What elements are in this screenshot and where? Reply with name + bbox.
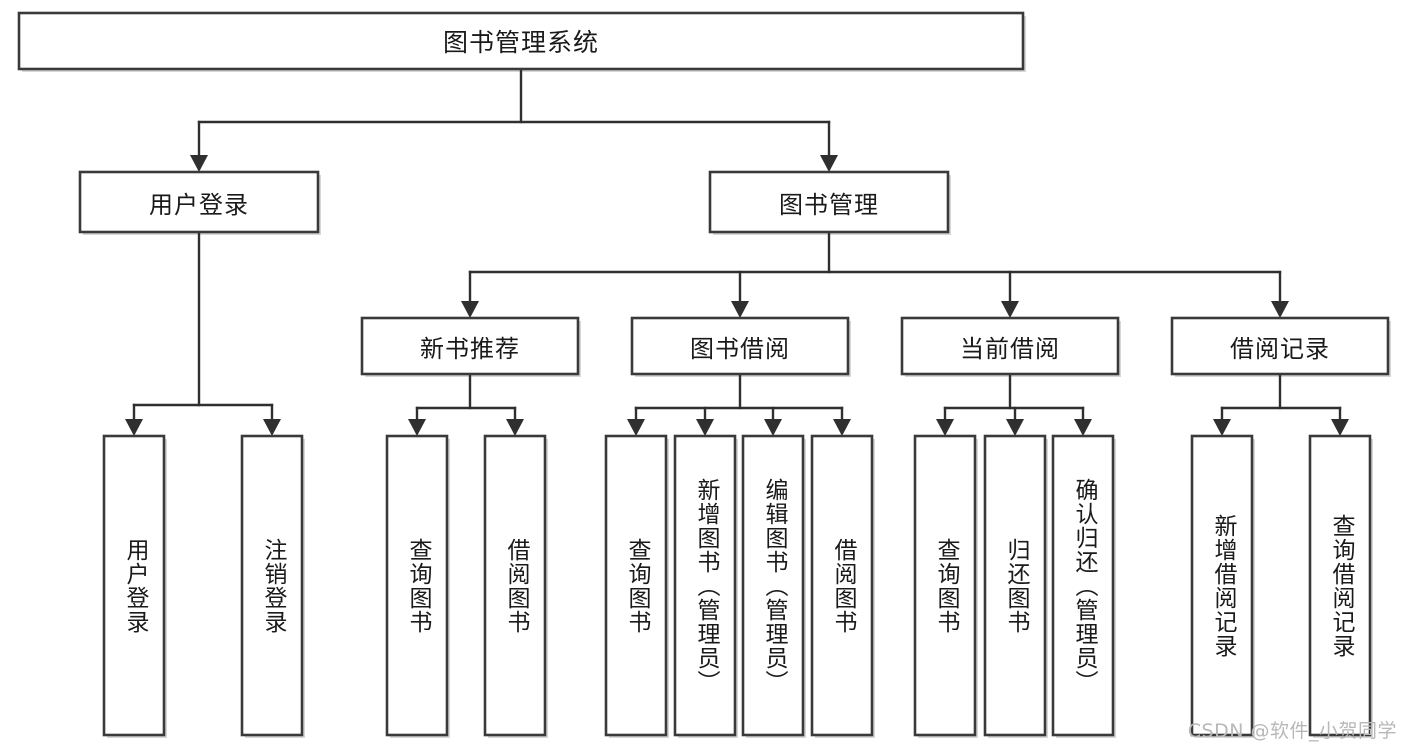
arrow-head (461, 301, 479, 318)
arrow-head (764, 419, 782, 436)
arrow-head (820, 155, 838, 172)
node-box-leaf-edit-book-admin[interactable] (741, 434, 805, 737)
arrow-head (731, 301, 749, 318)
connector-layer (125, 67, 1349, 436)
arrow-head (1006, 419, 1024, 436)
node-box-leaf-query-book-borrow[interactable] (604, 434, 668, 737)
csdn-watermark: CSDN @软件_小贺同学 (1187, 720, 1397, 742)
arrow-head (936, 419, 954, 436)
node-box-book-borrow[interactable] (630, 316, 850, 376)
node-box-leaf-confirm-return-admin[interactable] (1051, 434, 1115, 737)
box-layer (17, 11, 1390, 737)
node-box-leaf-query-book-recommend[interactable] (385, 434, 449, 737)
node-box-user-login[interactable] (78, 170, 320, 234)
arrow-head (1213, 419, 1231, 436)
arrow-head (125, 419, 143, 436)
arrow-head (190, 155, 208, 172)
arrow-head (506, 419, 524, 436)
node-box-new-book-recommend[interactable] (360, 316, 580, 376)
arrow-head (263, 419, 281, 436)
arrow-head (1331, 419, 1349, 436)
node-box-leaf-add-borrow-record[interactable] (1190, 434, 1254, 737)
node-box-leaf-borrow-book-recommend[interactable] (483, 434, 547, 737)
arrow-head (627, 419, 645, 436)
node-box-leaf-query-borrow-record[interactable] (1308, 434, 1372, 737)
arrow-head (408, 419, 426, 436)
arrow-head (833, 419, 851, 436)
arrow-head (1074, 419, 1092, 436)
node-box-leaf-borrow-book[interactable] (810, 434, 874, 737)
node-box-leaf-add-book-admin[interactable] (673, 434, 737, 737)
arrow-head (1271, 301, 1289, 318)
node-box-leaf-user-login[interactable] (102, 434, 166, 737)
node-box-book-management[interactable] (708, 170, 950, 234)
node-box-leaf-return-book[interactable] (983, 434, 1047, 737)
node-box-leaf-logout[interactable] (240, 434, 304, 737)
node-box-leaf-query-book-current[interactable] (913, 434, 977, 737)
node-box-borrow-records[interactable] (1170, 316, 1390, 376)
arrow-head (696, 419, 714, 436)
node-box-root[interactable] (17, 11, 1025, 71)
node-box-current-borrow[interactable] (900, 316, 1120, 376)
arrow-head (1001, 301, 1019, 318)
